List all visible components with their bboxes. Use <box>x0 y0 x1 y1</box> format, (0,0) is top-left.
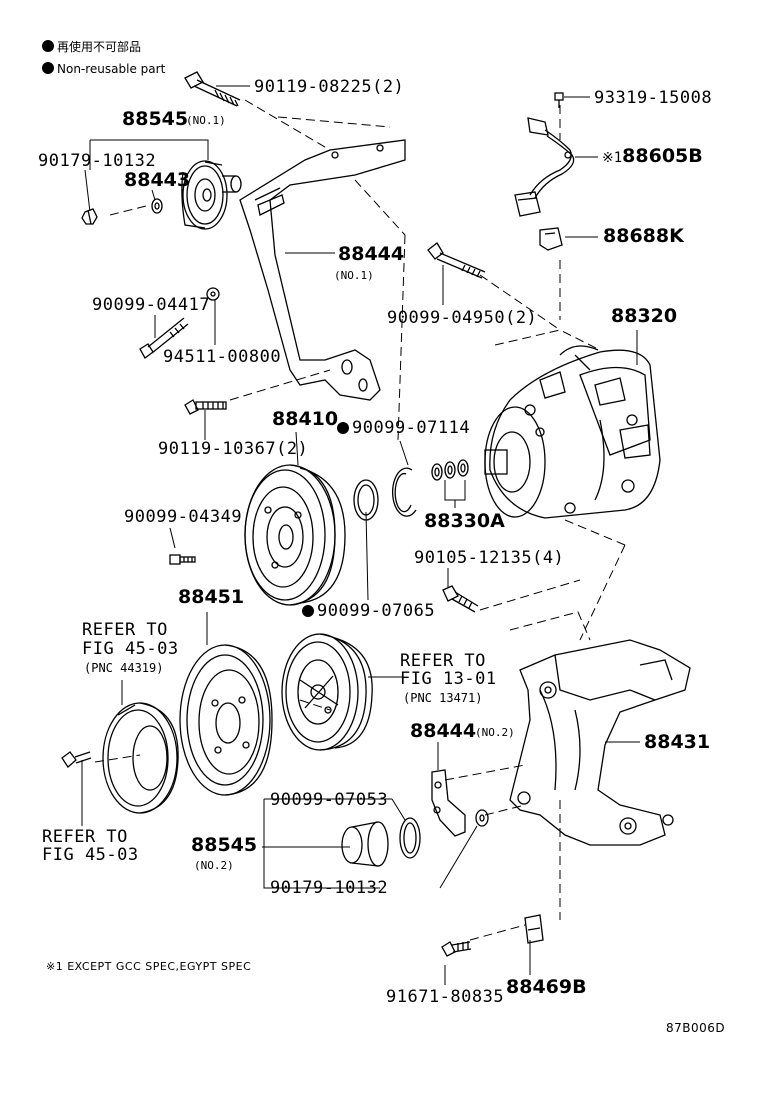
part-note-no2-a: (NO.2) <box>475 726 515 739</box>
snap-ring-90099-07065 <box>353 479 379 521</box>
pulley-88451 <box>179 644 273 796</box>
legend-japanese: 再使用不可部品 <box>42 38 141 56</box>
part-label-94511-00800[interactable]: 94511-00800 <box>163 347 282 367</box>
part-label-88444-no2[interactable]: 88444 <box>410 720 477 742</box>
clutch-hub-88410 <box>244 464 346 606</box>
figure-code: 87B006D <box>666 1021 726 1035</box>
non-reusable-dot-icon <box>302 605 314 617</box>
part-label-93319-15008[interactable]: 93319-15008 <box>594 88 713 108</box>
part-label-88431[interactable]: 88431 <box>644 731 711 753</box>
part-note-no1-a: (NO.1) <box>186 114 226 127</box>
refer-3-line-1[interactable]: REFER TO <box>42 827 128 847</box>
refer-2-pnc: (PNC 13471) <box>403 691 483 705</box>
part-label-90099-04950[interactable]: 90099-04950(2) <box>387 308 538 328</box>
clip-88469b <box>524 914 544 944</box>
part-label-90119-08225[interactable]: 90119-08225(2) <box>254 77 405 97</box>
part-label-90099-07053[interactable]: 90099-07053 <box>270 790 389 810</box>
legend-japanese-text: 再使用不可部品 <box>57 40 142 54</box>
part-label-88451[interactable]: 88451 <box>178 586 245 608</box>
part-number-90099-07114: 90099-07114 <box>352 418 471 438</box>
refer-1-line-1[interactable]: REFER TO <box>82 620 168 640</box>
snap-ring-90099-07053 <box>399 817 421 859</box>
idler-pulley-88443 <box>181 160 242 230</box>
clip-88688k <box>539 227 563 251</box>
refer-1-line-2[interactable]: FIG 45-03 <box>82 639 179 659</box>
part-label-88469b[interactable]: 88469B <box>506 976 587 998</box>
shims-88330a <box>431 459 469 481</box>
bracket-88444-no2 <box>431 769 466 837</box>
part-number-88605b: 88605B <box>622 145 703 167</box>
legend-english-text: Non-reusable part <box>57 62 166 76</box>
part-label-88688k[interactable]: 88688K <box>603 225 684 247</box>
bolt-91671-80835 <box>441 941 472 957</box>
part-number-90099-07065: 90099-07065 <box>317 601 436 621</box>
part-label-90099-04349[interactable]: 90099-04349 <box>124 507 243 527</box>
part-label-88320[interactable]: 88320 <box>611 305 678 327</box>
bolt-90119-10367 <box>184 399 227 415</box>
bolt-crank <box>61 751 92 768</box>
compressor-88320 <box>484 345 661 519</box>
spec-note-mark: ※1 <box>602 150 623 166</box>
non-reusable-dot-icon <box>42 62 54 74</box>
bolt-90105-12135 <box>442 585 479 613</box>
part-label-90179-10132-b[interactable]: 90179-10132 <box>270 878 389 898</box>
part-note-no1-b: (NO.1) <box>334 269 374 282</box>
bolt-90099-04349 <box>169 554 196 565</box>
part-label-90119-10367[interactable]: 90119-10367(2) <box>158 439 309 459</box>
bolt-90119-08225 <box>184 71 241 107</box>
refer-3-line-2[interactable]: FIG 45-03 <box>42 845 139 865</box>
washer-88545-a <box>151 198 163 214</box>
pump-pulley-refer <box>281 633 373 751</box>
part-label-88443[interactable]: 88443 <box>124 169 191 191</box>
part-label-88545-no2[interactable]: 88545 <box>191 834 258 856</box>
bracket-88444-no1 <box>239 139 406 401</box>
part-label-90099-04417[interactable]: 90099-04417 <box>92 295 211 315</box>
part-label-88605b[interactable]: ※188605B <box>602 147 703 166</box>
part-label-90099-07114[interactable]: 90099-07114 <box>337 419 470 437</box>
non-reusable-dot-icon <box>42 40 54 52</box>
refer-1-pnc: (PNC 44319) <box>84 661 164 675</box>
nut-90179-10132-b <box>475 809 489 827</box>
refer-2-line-2[interactable]: FIG 13-01 <box>400 669 497 689</box>
part-label-90105-12135[interactable]: 90105-12135(4) <box>414 548 565 568</box>
bolt-93319-15008 <box>554 92 564 108</box>
bracket-88431 <box>509 639 691 846</box>
part-label-88444-no1[interactable]: 88444 <box>338 243 405 265</box>
idler-pulley-88545-no2 <box>341 821 389 867</box>
part-label-88545-no1[interactable]: 88545 <box>122 108 189 130</box>
refer-2-line-1[interactable]: REFER TO <box>400 651 486 671</box>
part-note-no2-b: (NO.2) <box>194 859 234 872</box>
part-label-88410[interactable]: 88410 <box>272 408 339 430</box>
snap-ring-90099-07114 <box>391 467 417 517</box>
leader-lines <box>81 85 640 985</box>
bolt-90099-04950 <box>427 242 486 279</box>
nut-90179-10132-a <box>81 208 98 225</box>
crank-pulley-refer <box>102 702 179 814</box>
part-label-90099-07065[interactable]: 90099-07065 <box>302 602 435 620</box>
part-label-91671-80835[interactable]: 91671-80835 <box>386 987 505 1007</box>
non-reusable-dot-icon <box>337 422 349 434</box>
washer-94511-00800 <box>206 287 220 301</box>
bolt-90099-04417 <box>139 317 189 359</box>
part-label-90179-10132-a[interactable]: 90179-10132 <box>38 151 157 171</box>
legend-english: Non-reusable part <box>42 60 165 78</box>
harness-88605b <box>514 117 575 217</box>
part-label-88330a[interactable]: 88330A <box>424 510 505 532</box>
spec-footnote: ※1 EXCEPT GCC SPEC,EGYPT SPEC <box>46 960 252 973</box>
